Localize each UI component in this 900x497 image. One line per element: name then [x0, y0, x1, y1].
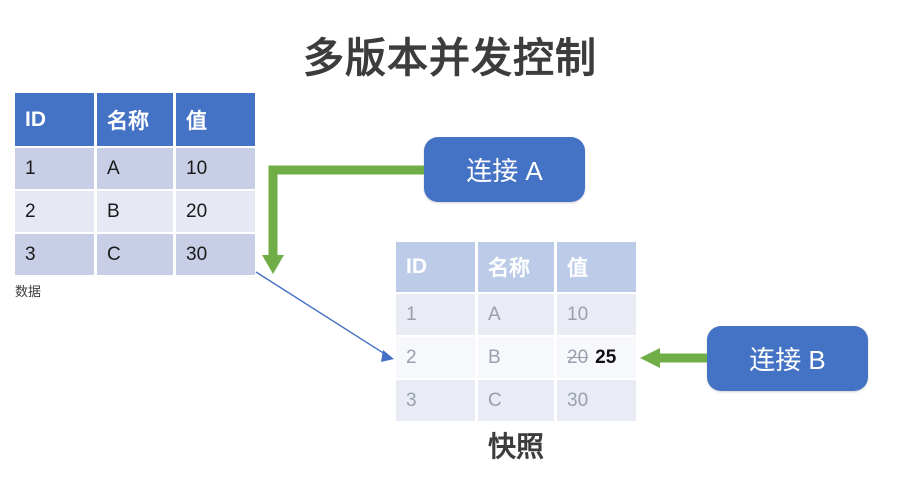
- snapshot-cell-id: 1: [396, 292, 478, 335]
- data-cell-name: B: [97, 189, 176, 232]
- data-cell-id: 1: [15, 146, 97, 189]
- snapshot-table-header-value: 值: [557, 242, 636, 292]
- old-value-strikethrough: 20: [567, 346, 589, 368]
- arrow-data-to-snapshot: [255, 271, 394, 362]
- table-row: 1 A 10: [396, 292, 636, 335]
- new-value: 25: [595, 346, 617, 368]
- data-cell-id: 3: [15, 232, 97, 275]
- table-row: 2 B 20: [15, 189, 255, 232]
- snapshot-table-caption: 快照: [487, 431, 544, 462]
- data-cell-value: 30: [176, 232, 255, 275]
- data-table-header-id: ID: [15, 93, 97, 146]
- data-cell-id: 2: [15, 189, 97, 232]
- data-cell-name: A: [97, 146, 176, 189]
- data-table: ID 名称 值 1 A 10 2 B 20 3 C 30: [15, 93, 255, 275]
- table-row: 3 C 30: [15, 232, 255, 275]
- data-table-header-value: 值: [176, 93, 255, 146]
- page-title: 多版本并发控制: [303, 35, 597, 81]
- snapshot-cell-name: A: [478, 292, 557, 335]
- table-row: 3 C 30: [396, 378, 636, 421]
- data-table-caption: 数据: [15, 284, 42, 299]
- data-cell-value: 10: [176, 146, 255, 189]
- data-table-header-name: 名称: [97, 93, 176, 146]
- data-cell-value: 20: [176, 189, 255, 232]
- table-row: 1 A 10: [15, 146, 255, 189]
- callout-connection-a: 连接 A: [424, 137, 585, 202]
- snapshot-table-header-id: ID: [396, 242, 478, 292]
- callout-connection-a-label: 连接 A: [466, 156, 543, 186]
- snapshot-cell-name: C: [478, 378, 557, 421]
- snapshot-cell-value: 30: [557, 378, 636, 421]
- table-header-row: ID 名称 值: [396, 242, 636, 292]
- snapshot-cell-id: 2: [396, 335, 478, 378]
- snapshot-table-header-name: 名称: [478, 242, 557, 292]
- snapshot-cell-value: 10: [557, 292, 636, 335]
- snapshot-cell-id: 3: [396, 378, 478, 421]
- callout-connection-b-label: 连接 B: [749, 345, 826, 375]
- snapshot-cell-name: B: [478, 335, 557, 378]
- data-cell-name: C: [97, 232, 176, 275]
- table-header-row: ID 名称 值: [15, 93, 255, 146]
- arrow-connection-b-to-snapshot: [640, 348, 707, 368]
- callout-connection-b: 连接 B: [707, 326, 868, 391]
